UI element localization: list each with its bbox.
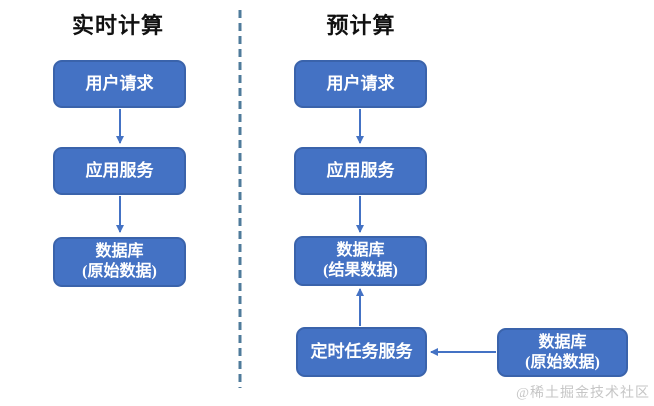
- node-label: 用户请求: [326, 74, 395, 94]
- right-column-title: 预计算: [326, 13, 396, 38]
- node-label: 用户请求: [85, 74, 154, 94]
- node-label: 应用服务: [326, 161, 395, 181]
- node-precompute-app-service: 应用服务: [294, 147, 427, 195]
- node-precompute-user-request: 用户请求: [294, 60, 427, 108]
- node-precompute-db-raw: 数据库 (原始数据): [497, 328, 628, 377]
- node-sublabel: (原始数据): [525, 353, 600, 371]
- node-realtime-user-request: 用户请求: [53, 60, 186, 108]
- node-label: 数据库: [538, 333, 587, 351]
- node-precompute-scheduled-task-service: 定时任务服务: [296, 327, 427, 377]
- node-realtime-app-service: 应用服务: [53, 147, 186, 195]
- node-precompute-db-result: 数据库 (结果数据): [294, 236, 427, 286]
- watermark: @稀土掘金技术社区: [516, 386, 650, 401]
- node-label: 定时任务服务: [310, 342, 413, 362]
- left-column-title: 实时计算: [71, 13, 164, 38]
- node-label: 数据库: [95, 243, 144, 260]
- node-sublabel: (结果数据): [323, 262, 398, 279]
- node-label: 应用服务: [85, 161, 154, 181]
- node-sublabel: (原始数据): [82, 263, 157, 280]
- node-label: 数据库: [336, 242, 385, 259]
- node-realtime-db-raw: 数据库 (原始数据): [53, 237, 186, 287]
